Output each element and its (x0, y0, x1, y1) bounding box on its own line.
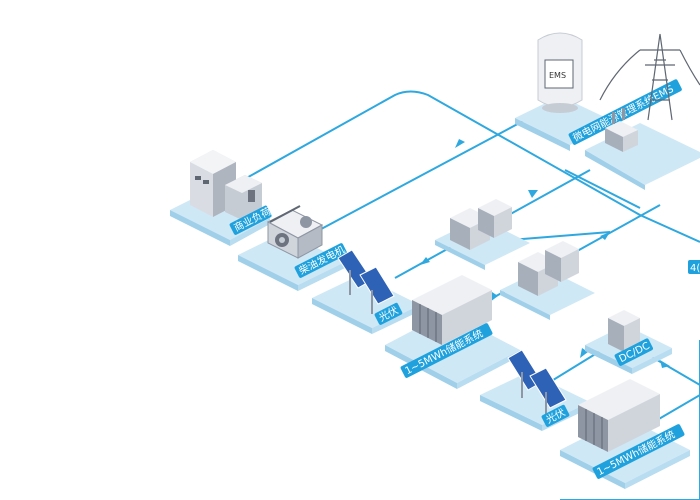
line-pcs-right (509, 231, 611, 241)
line-commercial-load-top (224, 90, 700, 243)
node-diesel-generator: 柴油发电机 (238, 205, 348, 291)
solar-panel-icon (337, 249, 395, 314)
label-edge: 4( (688, 260, 700, 274)
node-pcs-middle (500, 241, 595, 320)
converter-cabinet-icon (608, 310, 640, 352)
arrow-marker (600, 232, 610, 240)
platform-side (625, 450, 690, 489)
battery-cabinet-icon (412, 275, 492, 345)
platform-side (312, 298, 372, 334)
generator-icon (266, 205, 324, 259)
arrow-marker (455, 139, 465, 148)
platform-side (457, 350, 520, 389)
node-pv-2: 光伏 (480, 349, 590, 431)
platform-side (515, 118, 570, 151)
line-generator-bus (309, 111, 541, 236)
transformer-icon (605, 108, 638, 152)
node-commercial-load: 商业负荷 (170, 150, 273, 246)
node-pv-1: 光伏 (312, 249, 420, 334)
converter-cabinet-icon (450, 199, 512, 250)
edge-label: 4( (690, 263, 700, 274)
platform-side (298, 262, 345, 291)
arrow-marker (580, 348, 588, 358)
platform-side (585, 345, 632, 374)
platform-side (632, 348, 672, 374)
platform-side (480, 395, 542, 431)
node-dcdc: DC/DC (585, 310, 672, 374)
platform (585, 123, 700, 185)
node-storage-2: 1~5MWh储能系统 (560, 379, 690, 489)
building-icon (190, 150, 262, 220)
platform-side (238, 255, 298, 291)
platform-side (170, 210, 230, 246)
platform-side (372, 305, 420, 334)
platform-side (560, 450, 625, 489)
platform-side (585, 150, 645, 190)
arrow-marker (660, 360, 670, 368)
solar-panel-icon (507, 349, 567, 416)
transmission-tower-icon (599, 33, 700, 121)
battery-cabinet-icon (578, 379, 660, 452)
monitor-icon: EMS (537, 32, 583, 113)
node-pcs-upper (435, 199, 530, 270)
node-grid (585, 33, 700, 190)
converter-cabinet-icon (518, 241, 579, 296)
ems-screen-text: EMS (549, 71, 566, 80)
arrow-marker (420, 257, 430, 265)
node-storage-1: 1~5MWh储能系统 (385, 275, 520, 389)
line-transformer-branch (564, 169, 641, 209)
platform-side (230, 218, 270, 246)
platform (238, 232, 345, 285)
platform-side (500, 290, 550, 320)
arrow-marker (528, 190, 538, 198)
platform-side (435, 240, 485, 270)
